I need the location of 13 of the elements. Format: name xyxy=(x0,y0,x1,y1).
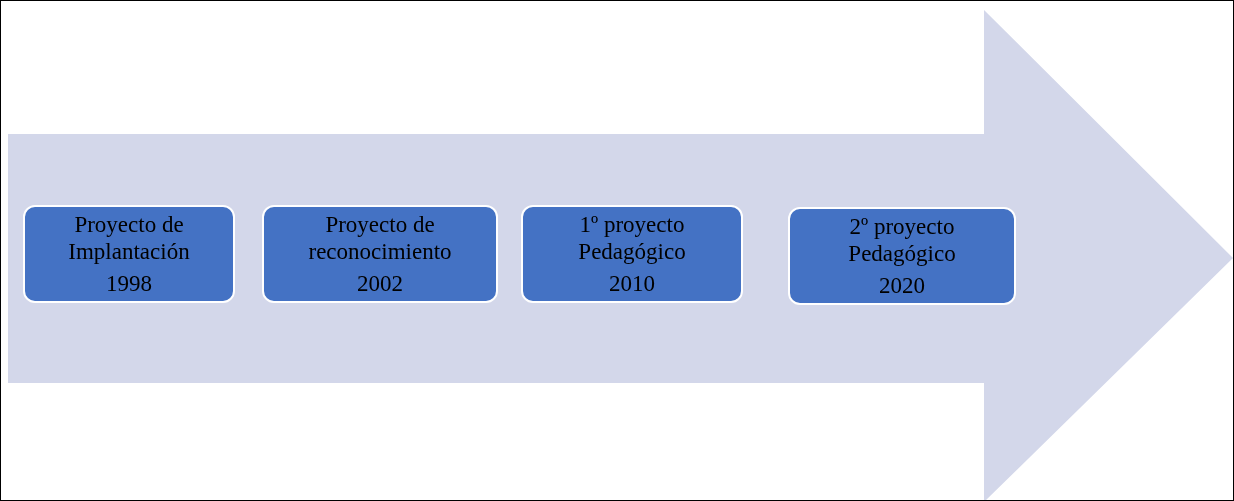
year-label: 2010 xyxy=(609,270,655,297)
box-title: 1º proyecto Pedagógico xyxy=(577,211,687,265)
timeline-box xyxy=(788,207,1016,305)
box-title: 2º proyecto Pedagógico xyxy=(847,213,957,267)
year-label: 1998 xyxy=(106,270,152,297)
year-label: 2002 xyxy=(357,270,403,297)
year-label: 2020 xyxy=(879,272,925,299)
box-title: Proyecto de Implantación xyxy=(67,211,191,265)
box-title: Proyecto de reconocimiento xyxy=(307,211,453,265)
arrow-shape xyxy=(8,10,1233,500)
timeline-box xyxy=(23,205,235,303)
timeline-box xyxy=(521,205,743,303)
timeline-box xyxy=(262,205,498,303)
